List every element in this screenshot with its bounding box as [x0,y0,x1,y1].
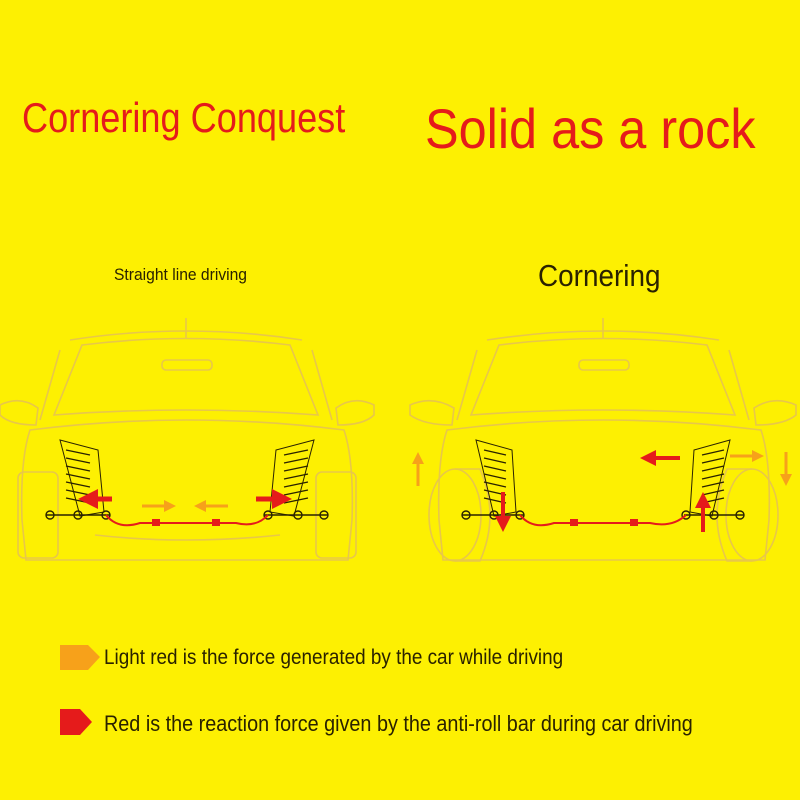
legend-red-marker-icon [60,709,92,735]
bar-bushing [630,519,638,526]
legend-red-text: Red is the reaction force given by the a… [104,711,693,736]
anti-roll-bar-icon [45,510,329,520]
label-straight-line-driving: Straight line driving [114,265,248,284]
bar-bushing [570,519,578,526]
force-arrows-cornering [412,450,792,532]
title-cornering-conquest: Cornering Conquest [22,94,346,141]
bar-bushing [152,519,160,526]
bar-bushing [212,519,220,526]
force-arrows-straight [78,489,292,512]
coil-spring-icon [475,439,731,517]
legend-light-red-text: Light red is the force generated by the … [104,646,564,669]
anti-roll-bar [519,514,687,527]
anti-roll-bar-icon [461,510,745,520]
anti-roll-bar [105,514,269,527]
legend-light-red-marker-icon [60,645,100,670]
car-rear-outline-icon [0,318,375,561]
coil-spring-icon [59,439,315,517]
title-solid-as-a-rock: Solid as a rock [425,97,756,160]
label-cornering: Cornering [538,258,661,293]
car-rear-outline-icon [409,318,797,562]
